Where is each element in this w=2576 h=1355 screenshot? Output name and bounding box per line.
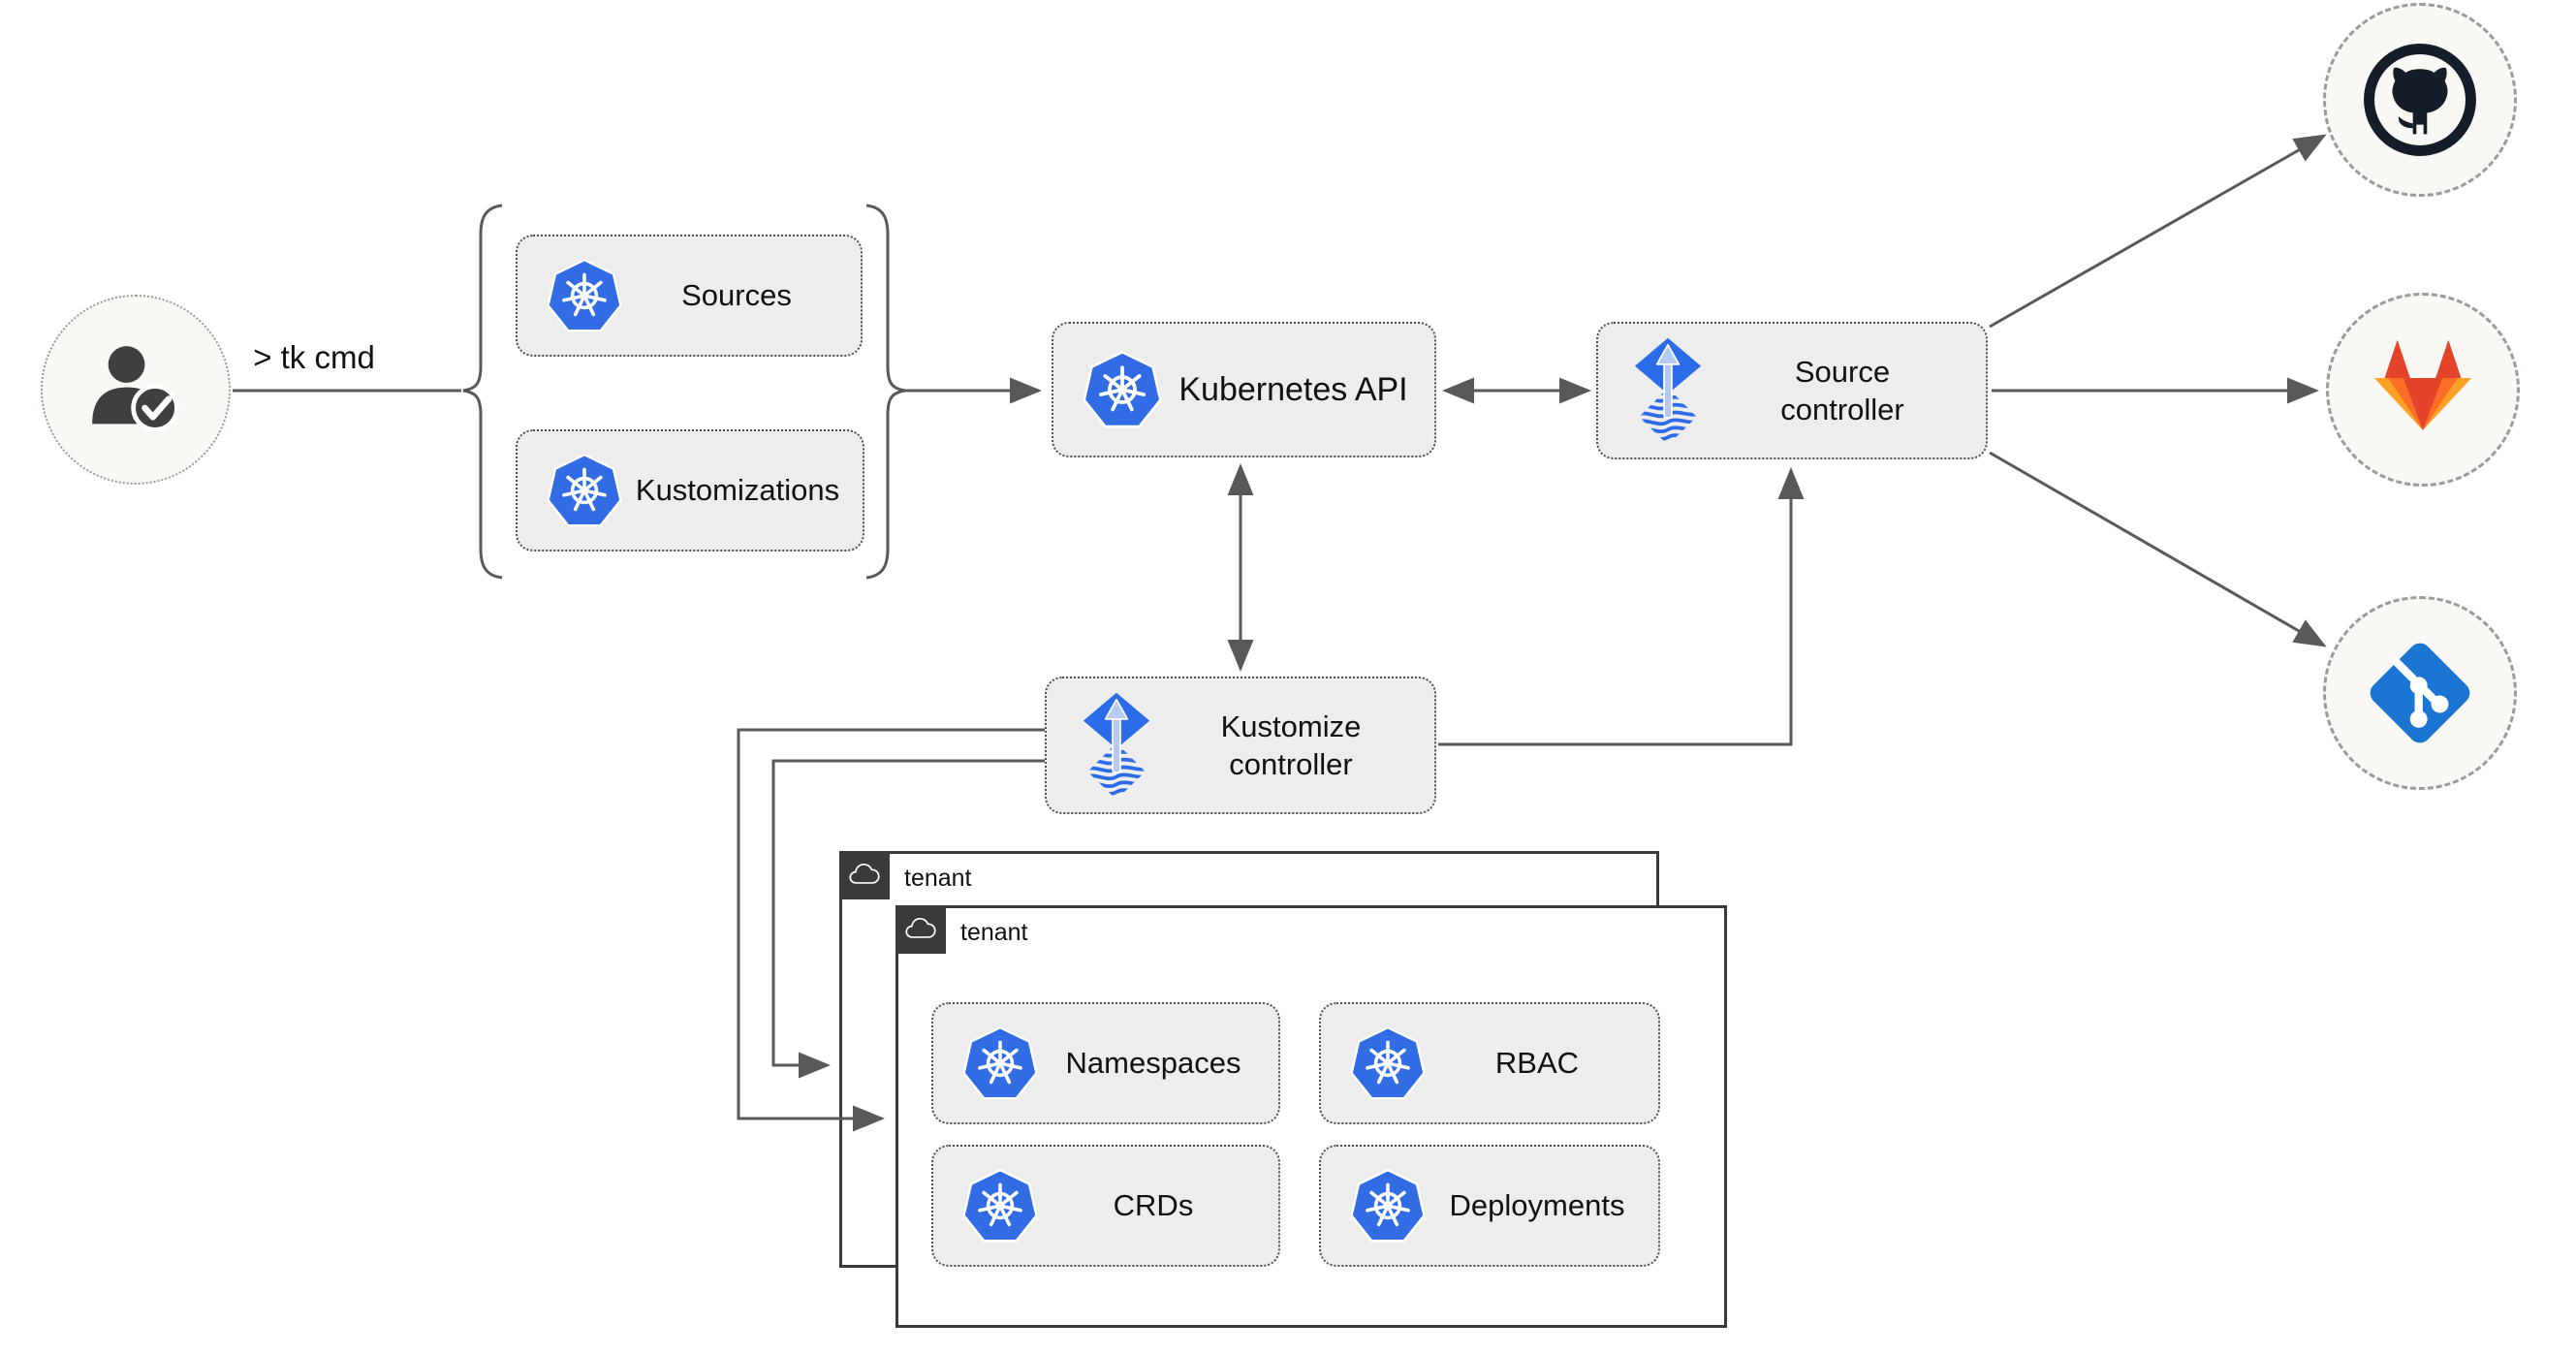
edge-source-to-github [1989,134,2327,329]
sources-label: Sources [681,278,792,313]
kubernetes-icon [545,257,624,334]
user-node [41,295,231,485]
tenant-tab [895,905,946,954]
kustomize-controller-node: Kustomize controller [1045,677,1436,814]
kubernetes-icon [545,452,624,529]
tk-cmd-label: > tk cmd [253,339,375,375]
left-brace [462,204,503,580]
cloud-icon [848,863,881,888]
edge-source-to-git [1989,451,2327,647]
sources-node: Sources [516,235,863,357]
right-brace [865,204,906,580]
user-check-icon [79,332,193,447]
kubernetes-api-label: Kubernetes API [1178,370,1408,408]
deployments-label: Deployments [1449,1188,1625,1223]
git-node [2323,596,2517,790]
source-controller-label: Source controller [1780,354,1904,426]
source-controller-node: Source controller [1596,322,1988,459]
flux-icon [1074,691,1159,800]
github-node [2323,3,2517,197]
tenant-label: tenant [960,919,1028,946]
edge-kustomize-to-source [1438,467,1805,746]
cloud-icon [904,917,937,942]
deployments-node: Deployments [1319,1145,1660,1267]
kubernetes-icon [960,1167,1040,1245]
git-icon [2358,631,2482,755]
flux-icon [1625,336,1711,445]
kustomize-controller-label: Kustomize controller [1220,709,1362,781]
github-icon [2361,41,2479,159]
kubernetes-icon [1081,349,1164,430]
rbac-label: RBAC [1494,1046,1580,1081]
tenant-box-front: tenant Namespaces RBAC CRDs Deployments [895,905,1727,1328]
kubernetes-icon [960,1024,1040,1102]
tenant-tab [839,851,890,899]
kustomizations-label: Kustomizations [635,473,840,508]
namespaces-label: Namespaces [1065,1046,1241,1081]
tenant-label: tenant [904,865,972,892]
kubernetes-icon [1348,1024,1428,1102]
kubernetes-icon [1348,1167,1428,1245]
crds-label: CRDs [1113,1188,1194,1223]
gitlab-node [2326,293,2520,487]
crds-node: CRDs [931,1145,1280,1267]
rbac-node: RBAC [1319,1002,1660,1124]
namespaces-node: Namespaces [931,1002,1280,1124]
kubernetes-api-node: Kubernetes API [1052,322,1436,457]
gitlab-icon [2365,336,2481,443]
kustomizations-node: Kustomizations [516,429,864,551]
